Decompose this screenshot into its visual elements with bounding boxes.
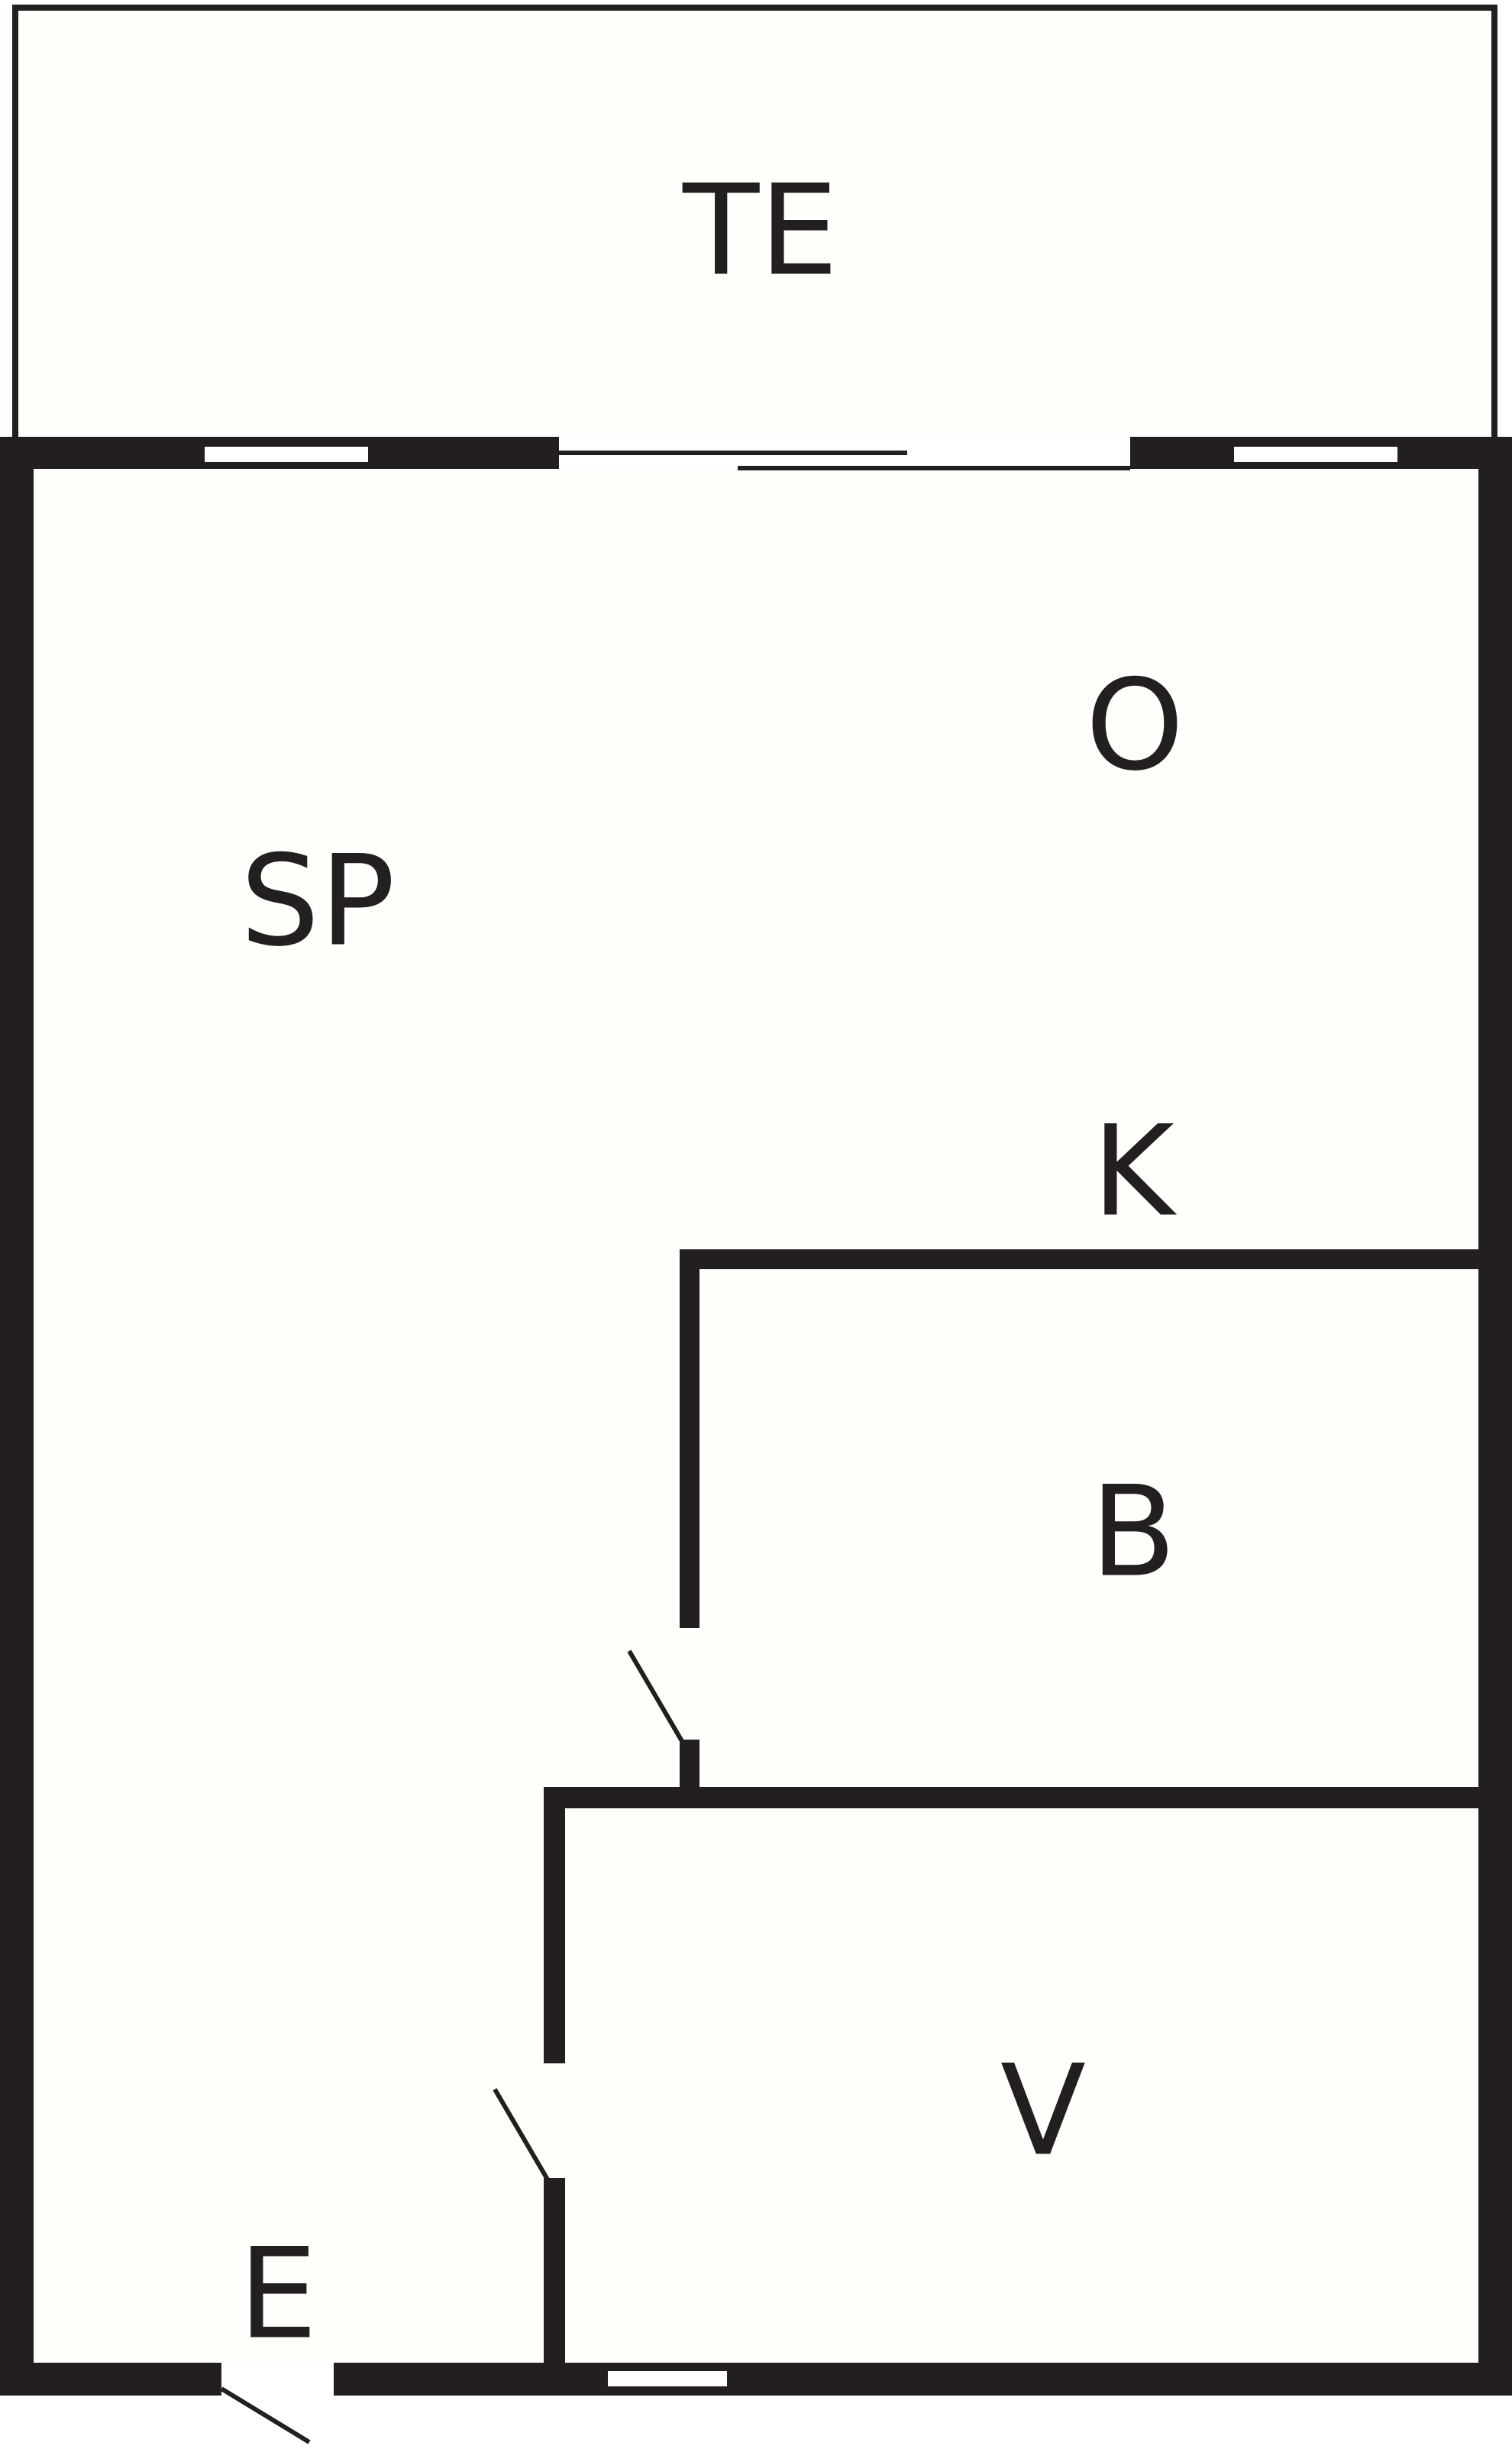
window-top-left: [203, 445, 370, 464]
wall-kitchen-bath-horizontal: [680, 1249, 1478, 1269]
room-label-bedroom: SP: [241, 829, 396, 974]
window-bottom: [606, 2370, 729, 2388]
wall-utility-left-upper: [544, 1787, 565, 2063]
room-label-terrace: TE: [682, 158, 838, 304]
bathroom-door-swing: [627, 1649, 684, 1743]
outer-wall-bottom-left: [0, 2363, 221, 2396]
room-label-utility: V: [1000, 2038, 1086, 2184]
wall-bath-utility-horizontal: [544, 1787, 1478, 1808]
entry-door-swing: [220, 2386, 311, 2444]
outer-wall-right: [1478, 437, 1512, 2396]
room-label-bathroom: B: [1090, 1459, 1177, 1605]
interior-floor: [34, 469, 1478, 2363]
room-label-living: O: [1085, 653, 1184, 799]
outer-wall-left: [0, 437, 34, 2396]
room-label-kitchen: K: [1092, 1099, 1177, 1245]
terrace-outline: [12, 5, 1497, 437]
terrace-floor: [15, 8, 1493, 437]
wall-bath-left-upper: [680, 1249, 699, 1628]
wall-utility-left-lower: [544, 2178, 565, 2363]
window-top-right: [1233, 445, 1399, 464]
room-label-entry: E: [238, 2221, 318, 2367]
outer-wall-bottom-right: [334, 2363, 1512, 2396]
utility-door-swing: [493, 2088, 550, 2181]
